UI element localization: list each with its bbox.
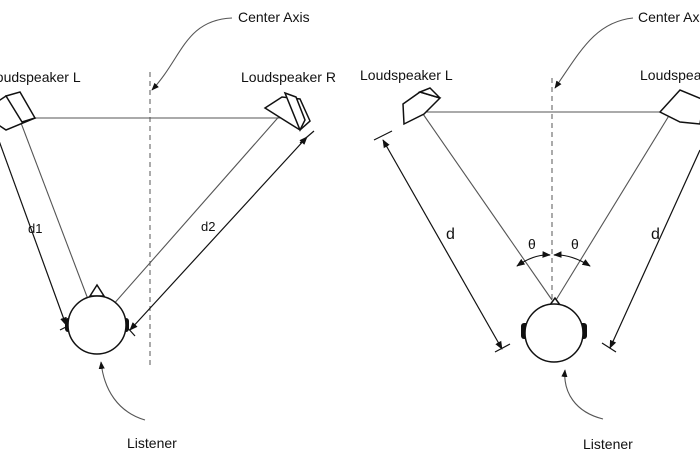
- right-d-left-tick-start: [373, 130, 393, 141]
- right-speaker-l-icon: [402, 87, 442, 126]
- left-line-speaker-r-to-listener: [96, 111, 284, 324]
- right-line-speaker-r-to-listener: [555, 113, 671, 301]
- left-speaker-l-icon: [0, 91, 37, 131]
- right-speaker-r-icon: [658, 89, 700, 125]
- right-listener-callout: [561, 369, 604, 420]
- left-diagram: Center Axis Loudspeaker L Loudspeaker R …: [0, 9, 336, 451]
- right-d-right-dimension-arrow: [609, 149, 700, 349]
- right-angle-right-label: θ: [571, 236, 579, 252]
- right-d-right-tick-end: [601, 342, 617, 353]
- left-line-speaker-l-to-listener: [17, 114, 98, 324]
- right-d-left-dimension-arrow: [382, 139, 503, 350]
- right-speaker-r-label: Loudspeaker R: [640, 67, 700, 83]
- left-listener-callout: [98, 361, 146, 421]
- right-listener-label: Listener: [583, 436, 633, 452]
- right-angle-arc-left: [516, 251, 551, 267]
- left-center-axis-callout: [151, 17, 233, 91]
- left-speaker-l-label: Loudspeaker L: [0, 69, 81, 85]
- right-angle-left-label: θ: [528, 236, 536, 252]
- left-d2-label: d2: [201, 219, 215, 234]
- left-d2-dimension-arrow: [129, 136, 308, 331]
- right-center-axis-label: Center Axis: [638, 9, 700, 25]
- right-angle-arc-right: [553, 251, 591, 267]
- right-speaker-l-label: Loudspeaker L: [360, 67, 453, 83]
- right-line-speaker-l-to-listener: [422, 113, 553, 301]
- right-d-left-label: d: [446, 226, 455, 243]
- left-d1-dimension-arrow: [0, 126, 67, 326]
- right-center-axis-callout: [554, 17, 634, 89]
- right-diagram: Center Axis Loudspeaker L Loudspeaker R …: [360, 9, 700, 452]
- left-d1-label: d1: [28, 221, 42, 236]
- left-center-axis-label: Center Axis: [238, 9, 310, 25]
- right-d-left-tick-end: [494, 343, 511, 353]
- left-speaker-r-icon: [263, 91, 311, 132]
- left-listener-label: Listener: [127, 435, 177, 451]
- right-d-right-label: d: [651, 226, 660, 243]
- left-speaker-r-label: Loudspeaker R: [241, 69, 336, 85]
- left-listener-head-icon: [65, 283, 129, 355]
- left-d2-tick: [299, 130, 315, 144]
- right-listener-head-icon: [521, 296, 587, 363]
